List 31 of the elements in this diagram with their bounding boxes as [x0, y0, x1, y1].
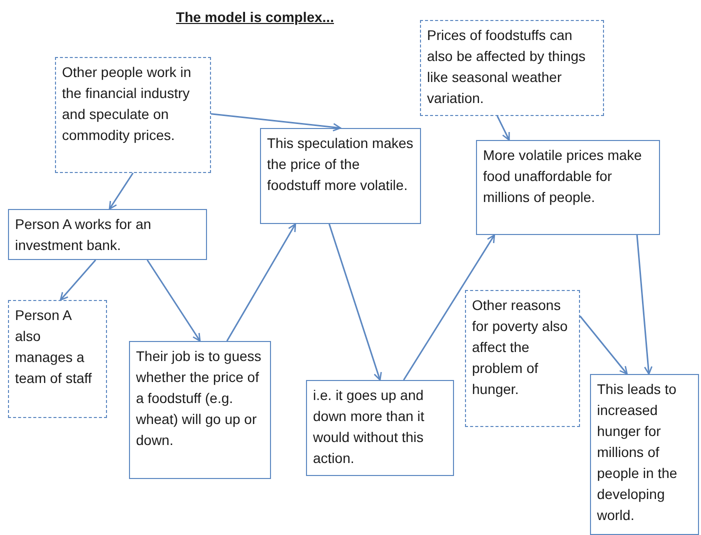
arrow	[579, 316, 628, 375]
process-box	[8, 209, 207, 260]
box-text: This speculation makes the price of the foodstuff more volatile.	[267, 134, 414, 195]
process-box	[129, 341, 271, 479]
note-box	[55, 57, 211, 173]
box-text: Person A works for an investment bank.	[15, 215, 152, 255]
box-text: Other reasons for poverty also affect the problem of hunger.	[472, 296, 569, 399]
arrow	[146, 260, 201, 342]
arrow	[496, 116, 510, 141]
arrow	[636, 234, 652, 375]
box-text: This leads to increased hunger for millions of people in the developing world.	[597, 380, 678, 525]
arrow	[210, 113, 342, 132]
box-text: Prices of foodstuffs can also be affected by things like seasonal weather variation.	[427, 26, 587, 108]
diagram-title: The model is complex...	[175, 9, 335, 25]
note-box	[8, 300, 107, 418]
box-text: More volatile prices make food unaffordable for millions of people.	[483, 146, 643, 207]
box-text: Their job is to guess whether the price of a foodstuff (e.g. wheat) will go up or down.	[136, 347, 262, 450]
note-box	[465, 290, 580, 427]
process-box	[306, 380, 454, 476]
note-box	[420, 20, 604, 116]
arrow	[60, 260, 96, 301]
arrow	[226, 223, 296, 342]
process-box	[476, 140, 660, 235]
process-box	[590, 374, 699, 535]
box-text: i.e. it goes up and down more than it would without this action.	[313, 386, 426, 468]
arrow	[108, 172, 134, 210]
box-text: Other people work in the financial industry and speculate on commodity prices.	[62, 63, 192, 145]
arrow	[403, 234, 496, 380]
arrow	[328, 224, 382, 381]
box-text: Person A also manages a team of staff	[15, 306, 93, 388]
process-box	[260, 128, 421, 224]
